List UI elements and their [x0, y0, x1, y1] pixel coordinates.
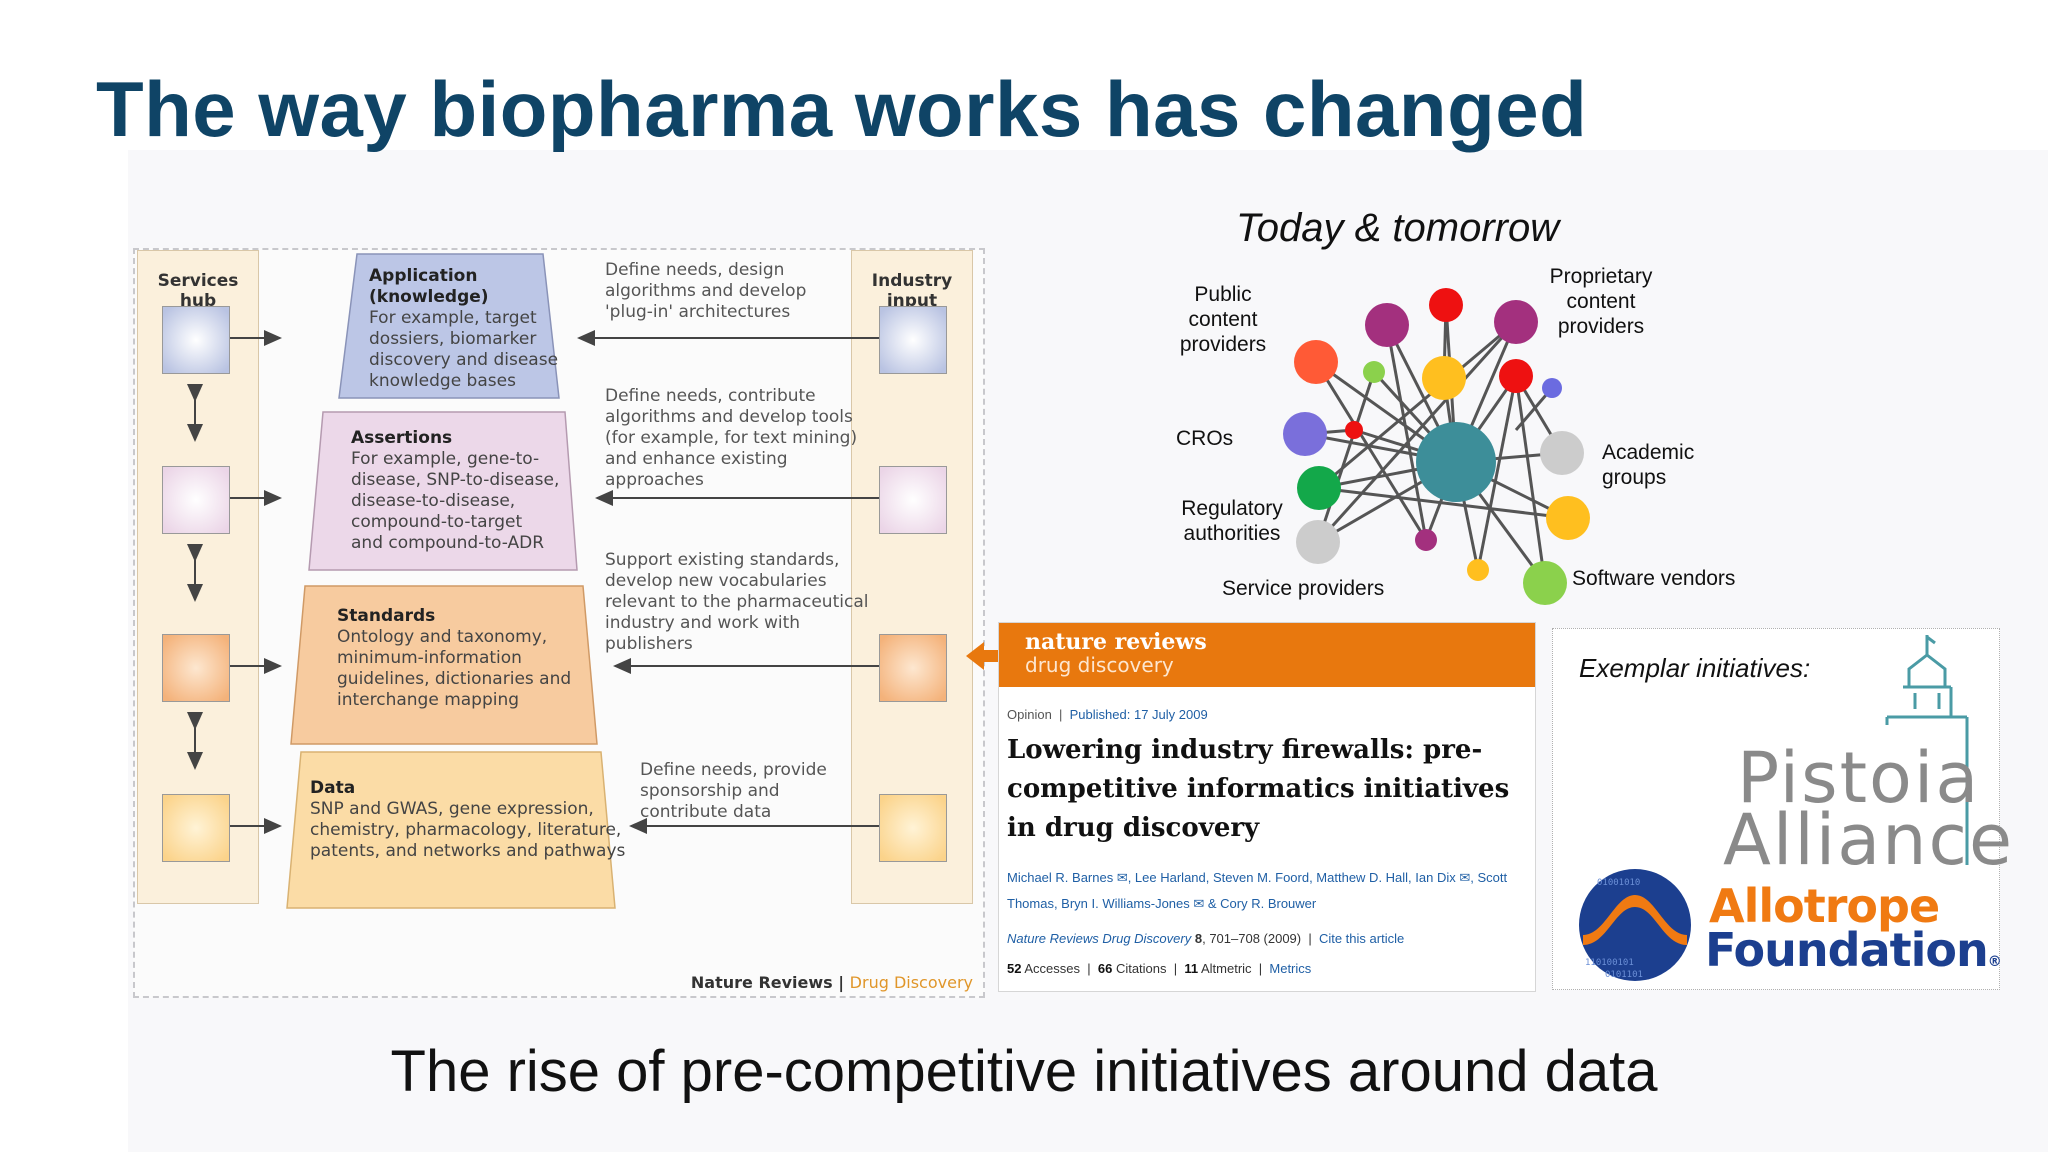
svg-text:01001010: 01001010 — [1597, 878, 1640, 888]
trapezoid-application — [338, 253, 560, 399]
allotrope-globe-icon: 01001010 110100101 0101101 — [1579, 869, 1691, 981]
industry-square-standards — [879, 634, 947, 702]
journal-brand-line1: nature reviews — [1025, 629, 1207, 655]
industry-square-data — [879, 794, 947, 862]
article-title[interactable]: Lowering industry firewalls: pre-competi… — [1007, 735, 1510, 843]
layer-application-text: Application(knowledge) For example, targ… — [369, 266, 559, 391]
article-journal: Nature Reviews Drug Discovery 8, 701–708… — [1007, 931, 1405, 946]
article-header: nature reviews drug discovery — [999, 623, 1535, 687]
figure-credit: Nature Reviews | Drug Discovery — [690, 973, 973, 992]
article-meta: Opinion | Published: 17 July 2009 — [1007, 707, 1208, 722]
orange-arrow-icon — [966, 642, 1000, 670]
slide-title: The way biopharma works has changed — [96, 65, 1588, 153]
network-hub-node — [1416, 422, 1496, 502]
figure-arrows — [187, 253, 879, 909]
hub-square-assertions — [162, 466, 230, 534]
article-metrics: 52 Accesses | 66 Citations | 11 Altmetri… — [1007, 961, 1312, 976]
pistoia-logo-line1: Pistoia — [1737, 737, 1981, 819]
article-authors[interactable]: Michael R. Barnes ✉, Lee Harland, Steven… — [1007, 870, 1508, 911]
desc-standards: Support existing standards,develop new v… — [605, 550, 869, 654]
industry-square-assertions — [879, 466, 947, 534]
allotrope-logo-line1: Allotrope — [1709, 879, 1940, 933]
network-title: Today & tomorrow — [1236, 206, 1560, 250]
slide-subtitle: The rise of pre-competitive initiatives … — [390, 1039, 1658, 1104]
label-service-providers: Service providers — [1222, 577, 1385, 600]
layer-standards-text: Standards Ontology and taxonomy,minimum-… — [337, 606, 572, 710]
pistoia-logo-line2: Alliance — [1723, 799, 2015, 881]
hub-square-standards — [162, 634, 230, 702]
hub-square-application — [162, 306, 230, 374]
cite-link[interactable]: Cite this article — [1318, 931, 1405, 946]
pistoia-tower-icon — [1885, 635, 1969, 865]
trapezoid-standards — [290, 585, 598, 745]
exemplar-initiatives-box: Exemplar initiatives: Pistoia Alliance 0… — [1552, 628, 2012, 990]
svg-text:0101101: 0101101 — [1605, 970, 1643, 980]
metrics-link[interactable]: Metrics — [1269, 961, 1312, 976]
label-software-vendors: Software vendors — [1572, 567, 1736, 590]
article-card: nature reviews drug discovery Opinion | … — [998, 622, 1536, 992]
trapezoid-data — [286, 751, 616, 909]
network-diagram — [1283, 288, 1590, 605]
journal-brand-line2: drug discovery — [1025, 653, 1174, 677]
allotrope-logo-line2: Foundation® — [1705, 923, 2002, 977]
layer-assertions-text: Assertions For example, gene-to-disease,… — [351, 428, 560, 553]
layer-data-text: Data SNP and GWAS, gene expression,chemi… — [310, 778, 626, 861]
trapezoid-assertions — [308, 411, 578, 571]
figure-precompetitive-layers: Services hub Industry input — [133, 248, 985, 998]
label-cros: CROs — [1176, 427, 1234, 450]
exemplar-title: Exemplar initiatives: — [1579, 653, 1811, 683]
hub-square-data — [162, 794, 230, 862]
svg-text:110100101: 110100101 — [1585, 958, 1634, 968]
industry-square-application — [879, 306, 947, 374]
